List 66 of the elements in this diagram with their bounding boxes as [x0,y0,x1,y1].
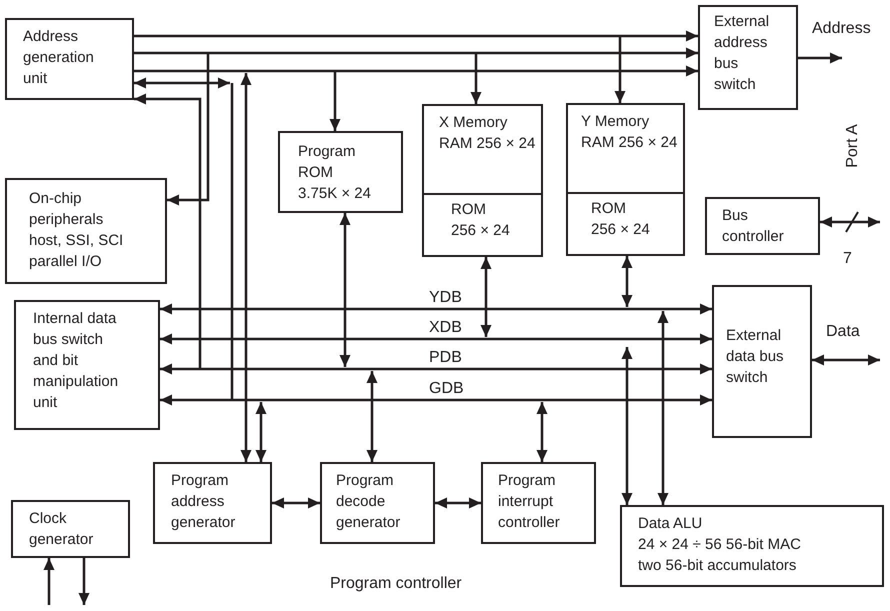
arrow [160,394,712,406]
block-box [620,505,884,587]
arrow [820,216,880,228]
block-label: two 56-bit accumulators [638,556,798,576]
block-label: 24 × 24 ÷ 56 56-bit MAC [638,535,802,555]
block-box [705,197,820,255]
block-box [278,131,403,213]
arrow [614,36,626,103]
arrow [480,257,492,337]
arrow [536,402,548,462]
block-box [14,300,160,430]
diagram-label: Address [812,20,871,38]
arrow [812,354,880,366]
block-label: On-chip peripherals host, SSI, SCI parallel I/O [29,189,124,272]
arrow [330,71,340,131]
block-label: External data bus switch [726,326,785,388]
block-box [5,178,167,284]
arrow [160,304,712,314]
arrow [134,66,698,76]
arrow [134,78,230,88]
arrow [435,498,481,508]
block-label: Bus controller [722,206,785,247]
block-label: Internal data bus switch and bit manipulation unit [33,309,120,413]
arrow [134,30,698,42]
arrow [658,311,668,505]
arrow [160,364,712,374]
block-label: Program interrupt controller [498,471,561,533]
block-label: Program ROM 3.75K × 24 [298,142,372,204]
block-box [698,5,798,110]
arrow [160,334,712,344]
block-label: Program address generator [171,471,236,533]
arrow [44,558,54,605]
arrow [134,48,698,58]
diagram-label: Port A [844,124,862,168]
block-label: Clock generator [29,509,94,550]
arrow [470,53,482,104]
block-label: Data ALU [638,514,704,534]
block-label: Address generation unit [23,27,95,89]
arrow [134,94,202,369]
block-label: Program decode generator [336,471,402,533]
block-box [11,500,130,558]
block-box [712,285,812,438]
block-box [320,462,435,544]
block-label: Y Memory RAM 256 × 24 [581,112,678,153]
block-label: ROM 256 × 24 [591,199,651,240]
diagram-label: Data [826,323,860,341]
block-box [153,462,272,544]
arrow [78,558,90,605]
block-box [5,18,134,100]
diagram-label: 7 [843,250,852,268]
diagram-label: Program controller [330,575,462,593]
arrow [340,213,350,367]
block-box [422,104,543,257]
arrow [622,256,632,307]
block-label: External address bus switch [714,12,770,95]
block-box [566,103,685,256]
arrow [622,347,632,505]
arrow [167,53,210,206]
arrow [366,371,378,462]
arrow [256,402,266,462]
block-label: X Memory RAM 256 × 24 [439,113,536,154]
arrow [240,73,252,462]
block-label: ROM 256 × 24 [451,200,511,241]
block-box [481,462,596,544]
arrow [272,498,320,508]
arrow [798,52,842,64]
